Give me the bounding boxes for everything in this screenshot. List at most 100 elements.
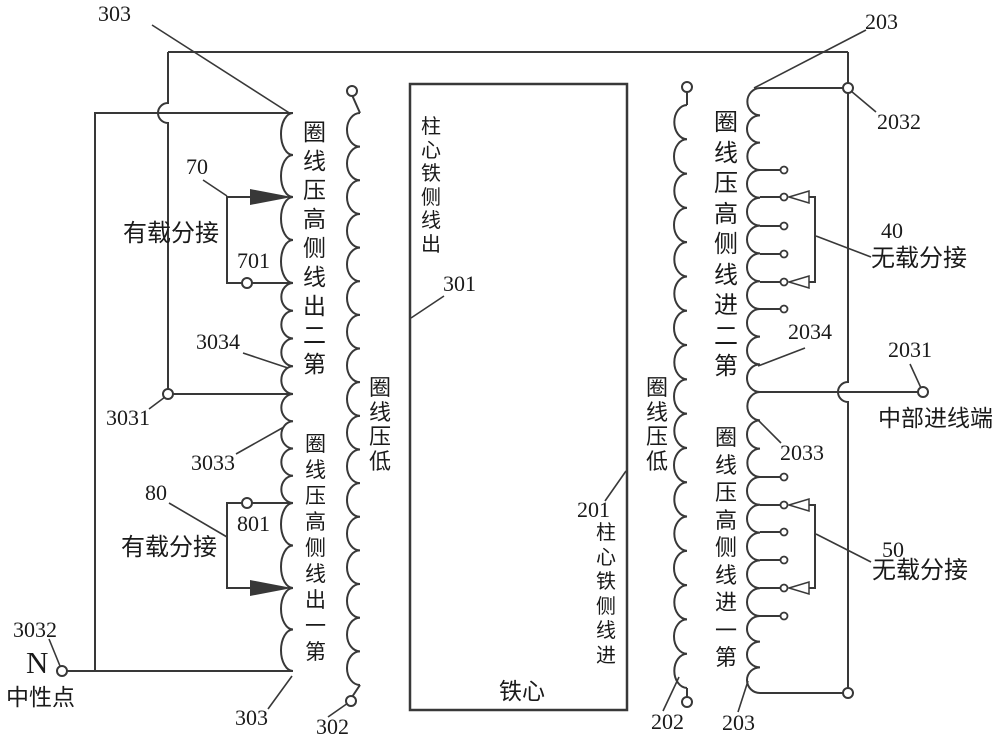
leader-2033: [758, 420, 782, 444]
tap-dot: [779, 221, 789, 231]
tap-dot: [779, 527, 789, 537]
ref-label-303-top: 303: [98, 1, 131, 26]
noload-tap-label-lower: 无载分接: [872, 558, 968, 584]
tap-terminal-701: [241, 277, 253, 289]
leader-3034: [242, 352, 289, 369]
leader-201: [604, 470, 627, 502]
ref-label-201: 201: [577, 497, 610, 522]
leader-203-bottom: [737, 680, 749, 713]
inlet-core-limb-label: 柱 心 铁 侧 线 进: [596, 522, 616, 667]
tap-dot: [779, 304, 789, 314]
ref-label-3033: 3033: [191, 450, 235, 475]
onload-tap-label-upper: 有载分接: [123, 221, 219, 247]
tap-dot: [779, 277, 789, 287]
onload-jumper-upper: [226, 196, 293, 284]
ref-label-70: 70: [186, 154, 208, 179]
ref-label-3032: 3032: [13, 617, 57, 642]
node-2032: [842, 82, 854, 94]
ref-label-302: 302: [316, 714, 349, 739]
leader-302: [327, 702, 349, 718]
ref-label-3034: 3034: [196, 329, 240, 354]
noload-arrow-3: [786, 497, 810, 513]
lv-right-bottom-terminal: [681, 696, 693, 708]
main-wires: [67, 51, 918, 698]
left-outer-line: [94, 112, 293, 671]
noload-arrow-2: [786, 274, 810, 290]
tap-dot: [779, 192, 789, 202]
leader-303-bottom: [267, 675, 293, 710]
mid-inlet-terminal-2031: [917, 386, 929, 398]
ref-label-3031: 3031: [106, 405, 150, 430]
left-branch-line-with-hop: [157, 52, 169, 389]
ref-label-303-bottom: 303: [235, 705, 268, 730]
tap-dot: [779, 555, 789, 565]
leader-70: [202, 179, 228, 197]
coil-lv-right: [673, 104, 688, 689]
noload-arrow-4: [786, 580, 810, 596]
coil-first-inlet-hv: [746, 391, 761, 694]
leader-2034: [757, 347, 806, 367]
lv-left-stubs: [351, 94, 361, 698]
ref-label-40: 40: [881, 218, 903, 243]
coil-second-inlet-hv: [746, 87, 761, 393]
ref-label-2034: 2034: [788, 319, 832, 344]
onload-arrow-lower: [250, 580, 292, 596]
leader-50: [815, 533, 872, 563]
terminal-circles: [56, 81, 929, 708]
noload-tap-lines-upper: [760, 169, 784, 310]
ref-label-80: 80: [145, 480, 167, 505]
neutral-symbol-n: N: [26, 645, 49, 680]
onload-arrow-upper: [250, 189, 292, 205]
leader-301: [410, 295, 445, 319]
noload-bracket-upper: [809, 196, 816, 283]
ref-label-50: 50: [882, 537, 904, 562]
noload-bracket-lower: [809, 504, 816, 589]
ref-label-701: 701: [237, 248, 270, 273]
tap-dot: [779, 583, 789, 593]
ref-label-2032: 2032: [877, 109, 921, 134]
leader-3033: [235, 426, 285, 455]
tap-dot: [779, 472, 789, 482]
leader-80: [168, 502, 228, 538]
neutral-point-label: 中性点: [6, 685, 75, 710]
right-bottom-node: [842, 687, 854, 699]
coil-name-first-inlet-hv: 圈 线 压 高 侧 线 进 一 第: [715, 425, 738, 670]
lv-left-bottom-terminal: [345, 695, 357, 707]
lv-coil-left-label: 圈 线 压 低: [369, 375, 392, 474]
onload-jumper-lower: [226, 502, 293, 589]
leader-lines: [48, 24, 922, 718]
leader-3032: [48, 638, 61, 667]
leader-2031: [909, 363, 922, 389]
tap-dot: [779, 611, 789, 621]
ref-label-2033: 2033: [780, 440, 824, 465]
tap-terminal-801: [241, 497, 253, 509]
ref-label-301: 301: [443, 271, 476, 296]
coil-first-outlet-hv: [280, 393, 294, 672]
right-branch-line-with-hop: [837, 52, 849, 688]
coil-name-first-outlet-hv: 圈 线 压 高 侧 线 出 一 第: [305, 432, 326, 664]
core-label: 铁心: [499, 679, 545, 704]
mid-inlet-terminal-label: 中部进线端: [878, 406, 993, 431]
coil-name-second-inlet-hv: 圈 线 压 高 侧 线 进 二 第: [714, 110, 738, 380]
onload-tap-label-lower: 有载分接: [121, 535, 217, 561]
coil-second-outlet-hv: [280, 112, 294, 395]
noload-tap-label-upper: 无载分接: [871, 246, 967, 272]
lv-coil-right-label: 圈 线 压 低: [646, 375, 669, 474]
leader-40: [815, 235, 872, 258]
ref-label-202: 202: [651, 709, 684, 734]
leader-203-top: [753, 29, 867, 89]
leader-2032: [850, 90, 877, 113]
noload-tap-lines-lower: [760, 476, 784, 617]
node-3031: [162, 388, 174, 400]
lv-left-top-terminal: [346, 85, 358, 97]
coil-name-second-outlet-hv: 圈 线 压 高 侧 线 出 二 第: [303, 120, 326, 377]
tap-dot: [779, 249, 789, 259]
lv-right-top-terminal: [681, 81, 693, 93]
outlet-core-limb-label: 柱 心 铁 侧 线 出: [421, 116, 441, 256]
ref-label-801: 801: [237, 511, 270, 536]
tap-arrows: [250, 189, 810, 596]
tap-dot: [779, 165, 789, 175]
noload-tap-terminals: [779, 165, 789, 621]
ref-label-203-bottom: 203: [722, 710, 755, 735]
